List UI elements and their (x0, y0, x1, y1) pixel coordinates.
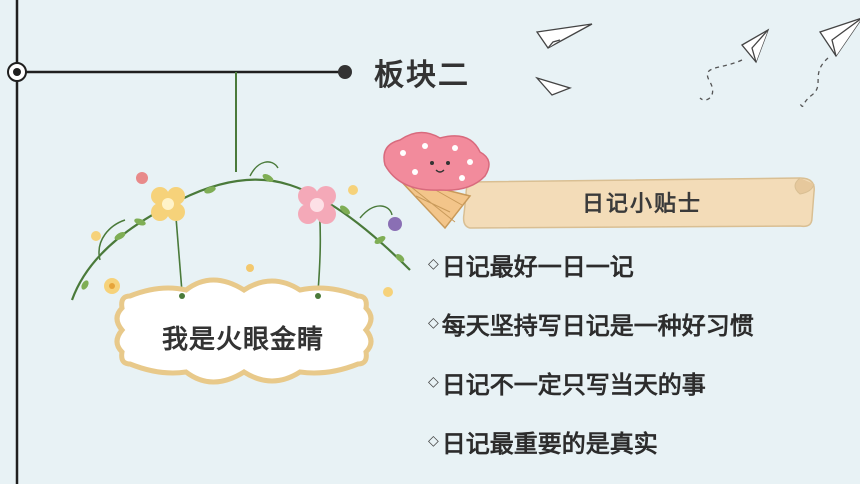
diamond-bullet-icon: ◇ (428, 315, 439, 331)
section-title: 板块二 (374, 58, 470, 93)
tip-text: 日记最好一日一记 (441, 252, 634, 281)
tip-text: 日记最重要的是真实 (441, 429, 658, 458)
tip-text: 日记不一定只写当天的事 (441, 370, 706, 399)
diamond-bullet-icon: ◇ (428, 433, 439, 449)
diamond-bullet-icon: ◇ (428, 256, 439, 272)
tips-list: ◇ 日记最好一日一记 ◇ 每天坚持写日记是一种好习惯 ◇ 日记不一定只写当天的事… (428, 244, 754, 480)
tip-text: 每天坚持写日记是一种好习惯 (441, 311, 754, 340)
dashed-flight-path (699, 57, 829, 108)
sign-text: 我是火眼金睛 (161, 325, 324, 355)
tip-item: ◇ 每天坚持写日记是一种好习惯 (428, 303, 754, 343)
ice-cream-icon (383, 131, 490, 230)
sign-board (114, 277, 374, 385)
tip-item: ◇ 日记不一定只写当天的事 (428, 362, 754, 402)
end-dot-icon (338, 65, 352, 79)
target-dot-icon (7, 62, 27, 82)
tip-item: ◇ 日记最重要的是真实 (428, 421, 754, 461)
flower-vine (70, 161, 411, 301)
yellow-flower-icon (151, 187, 185, 221)
diamond-bullet-icon: ◇ (428, 374, 439, 390)
tip-item: ◇ 日记最好一日一记 (428, 244, 754, 284)
paper-plane-icon (534, 17, 860, 96)
pink-flower-icon (298, 186, 336, 224)
small-flower-icon (91, 172, 402, 297)
banner-title: 日记小贴士 (581, 192, 702, 217)
